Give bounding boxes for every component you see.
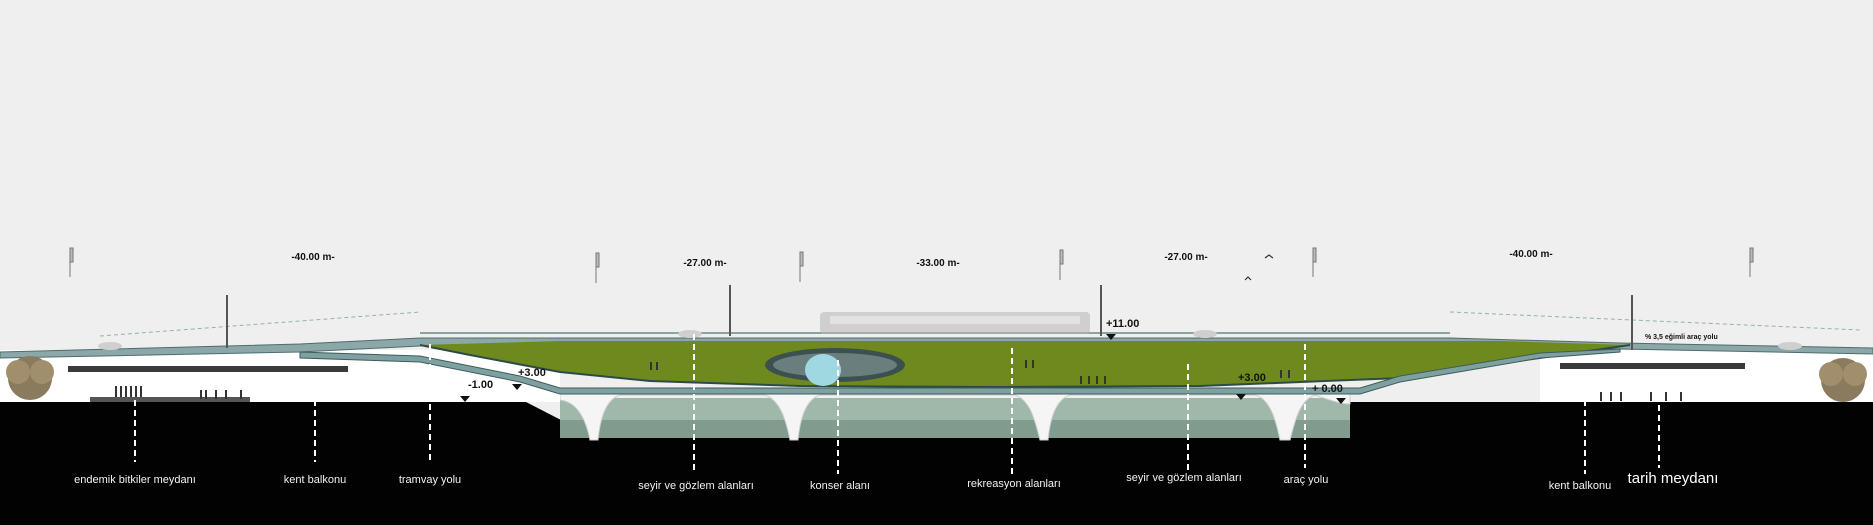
leader-lines (134, 334, 1660, 474)
level-left-b: +3.00 (518, 367, 546, 379)
light-poles (226, 285, 1633, 350)
span-dimension: -27.00 m- (1164, 252, 1208, 263)
car-icon (1193, 330, 1217, 338)
label-recreation-areas: rekreasyon alanları (967, 478, 1061, 490)
level-markers (460, 334, 1346, 404)
ground (0, 402, 1873, 525)
tram (820, 312, 1090, 334)
right-dark-strip (1560, 363, 1745, 369)
tree-icon (1819, 358, 1867, 402)
label-tram-way: tramvay yolu (398, 474, 462, 486)
label-history-plaza: tarih meydanı (1627, 470, 1719, 487)
car-icon (98, 342, 122, 350)
label-city-balcony-right: kent balkonu (1548, 480, 1612, 492)
span-dimension: -40.00 m- (1509, 249, 1553, 260)
label-viewing-areas-right: seyir ve gözlem alanları (1126, 472, 1242, 484)
arch-row (559, 391, 1351, 441)
left-bench (90, 397, 250, 402)
label-endemic-plaza: endemik bitkiler meydanı (74, 474, 196, 486)
car-icon (1778, 342, 1802, 350)
level-top: +11.00 (1106, 318, 1140, 330)
birds (1244, 254, 1274, 281)
level-right-a: +3.00 (1238, 372, 1266, 384)
label-city-balcony-left: kent balkonu (283, 474, 347, 486)
tree-icon (6, 356, 54, 400)
lower-deck (299, 348, 1621, 395)
people-silhouettes (115, 360, 1682, 401)
level-right-b: + 0.00 (1312, 383, 1343, 395)
right-horizon-line (1449, 311, 1861, 331)
label-concert-area: konser alanı (810, 480, 870, 492)
span-dimension: -27.00 m- (683, 258, 727, 269)
arches (559, 391, 1351, 441)
flag-markers (69, 247, 1754, 283)
right-plaza (1540, 350, 1873, 402)
left-horizon-line (99, 311, 421, 337)
level-left-a: -1.00 (468, 379, 494, 391)
label-road: araç yolu (1283, 474, 1329, 486)
concert-glass (805, 354, 841, 386)
road-slope-note: % 3,5 eğimli araç yolu (1645, 334, 1718, 341)
left-dark-strip (68, 366, 348, 372)
left-plaza (0, 350, 560, 402)
car-icon (678, 330, 702, 338)
span-dimension: -33.00 m- (916, 258, 960, 269)
label-viewing-areas-left: seyir ve gözlem alanları (638, 480, 754, 492)
span-dimension: -40.00 m- (291, 252, 335, 263)
